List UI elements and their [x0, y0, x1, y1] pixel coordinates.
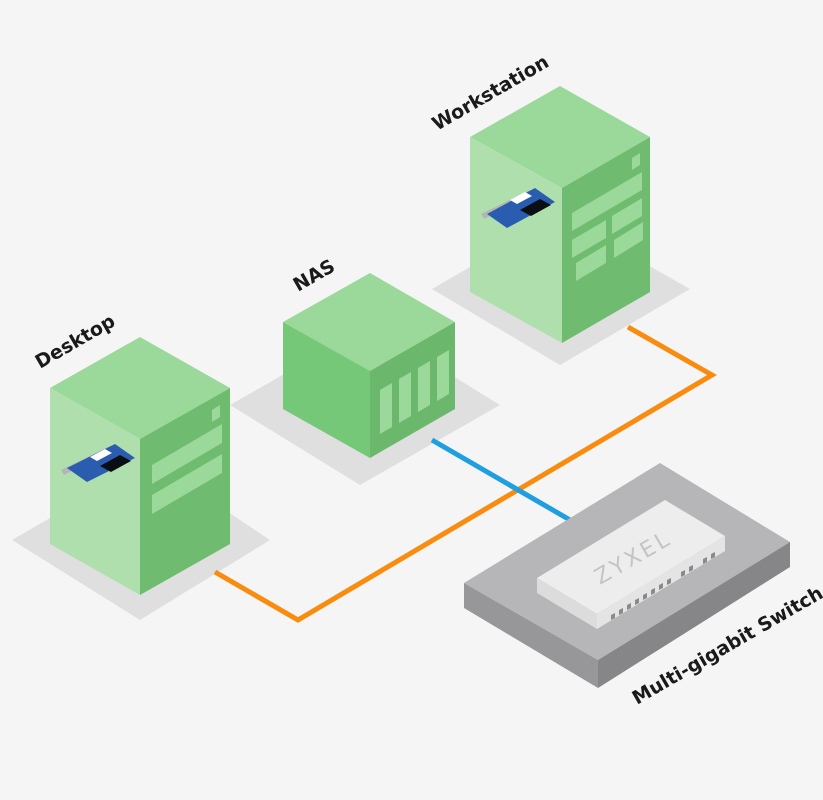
nas-drive-bays	[380, 350, 449, 434]
switch-body-top	[537, 500, 725, 614]
desktop-nic-card	[61, 444, 135, 482]
switch-platform-left	[464, 583, 598, 688]
desktop-front	[50, 388, 140, 595]
cable-workstation-switch	[213, 324, 717, 623]
switch-platform-right	[598, 542, 790, 688]
nas-top	[283, 273, 455, 371]
workstation-front	[470, 137, 562, 343]
cable-nas-switch	[430, 437, 572, 523]
desktop-panels	[152, 405, 222, 514]
nas-label: NAS	[290, 255, 339, 296]
workstation-nic-card	[481, 188, 555, 228]
switch-body-left	[537, 578, 597, 629]
switch-ports	[611, 552, 715, 620]
nas-front	[283, 322, 370, 458]
nas[interactable]: NAS	[283, 255, 455, 458]
workstation-panels	[572, 153, 643, 281]
desktop[interactable]: Desktop	[32, 310, 231, 595]
workstation-top	[470, 86, 650, 188]
switch[interactable]: ZYXEL Multi-gigabit Switch	[464, 463, 823, 709]
